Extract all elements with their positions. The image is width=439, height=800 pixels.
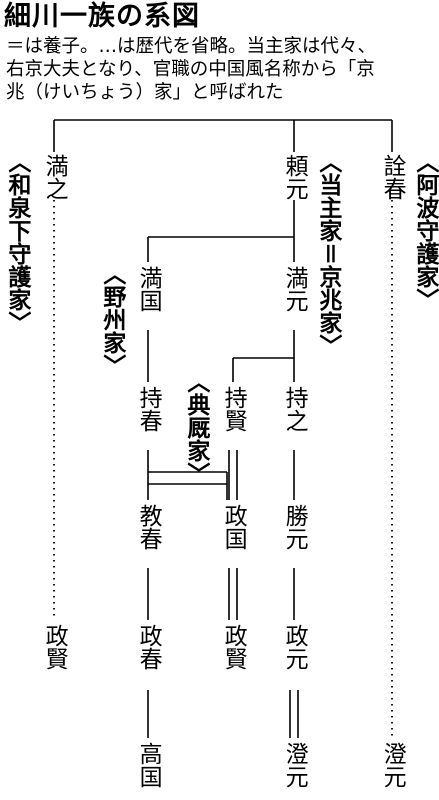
person-takakuni: 高国 xyxy=(135,742,162,788)
person-mitsuyuki: 満之 xyxy=(41,154,68,200)
person-masakata-izumi: 政賢 xyxy=(41,624,68,670)
house-label-awa: 〈阿波守護家〉 xyxy=(411,150,438,311)
person-katsumoto: 勝元 xyxy=(281,504,308,550)
note-line-2: 右京大夫となり、官職の中国風名称から「京 xyxy=(6,59,375,80)
person-sumimoto-soke: 澄元 xyxy=(281,742,308,788)
person-mochikata: 持賢 xyxy=(220,386,247,432)
house-label-izumi: 〈和泉下守護家〉 xyxy=(3,150,30,334)
person-mitsukuni: 満国 xyxy=(135,266,162,312)
person-norihharu: 教春 xyxy=(135,504,162,550)
figure-title: 細川一族の系図 xyxy=(4,1,200,32)
person-mochiyuki: 持之 xyxy=(281,386,308,432)
note-line-3: 兆（けいちょう）家」と呼ばれた xyxy=(6,82,284,103)
person-masakuni: 政国 xyxy=(220,504,247,550)
person-masaharu: 政春 xyxy=(135,624,162,670)
note-line-1: ＝は養子。…は歴代を省略。当主家は代々、 xyxy=(6,36,377,57)
person-yorimoto: 頼元 xyxy=(281,154,308,200)
person-mochiharu: 持春 xyxy=(135,386,162,432)
house-label-tenkyu: 〈典厩家〉 xyxy=(182,370,209,485)
person-masamoto: 政元 xyxy=(281,624,308,670)
house-label-yashu: 〈野州家〉 xyxy=(98,262,125,377)
person-masakata-tenkyu: 政賢 xyxy=(220,624,247,670)
house-label-soke: 〈当主家＝京兆家〉 xyxy=(314,150,341,357)
person-mitsumoto: 満元 xyxy=(281,266,308,312)
person-sumimoto-awa: 澄元 xyxy=(379,742,406,788)
person-akiharu: 詮春 xyxy=(379,154,406,200)
